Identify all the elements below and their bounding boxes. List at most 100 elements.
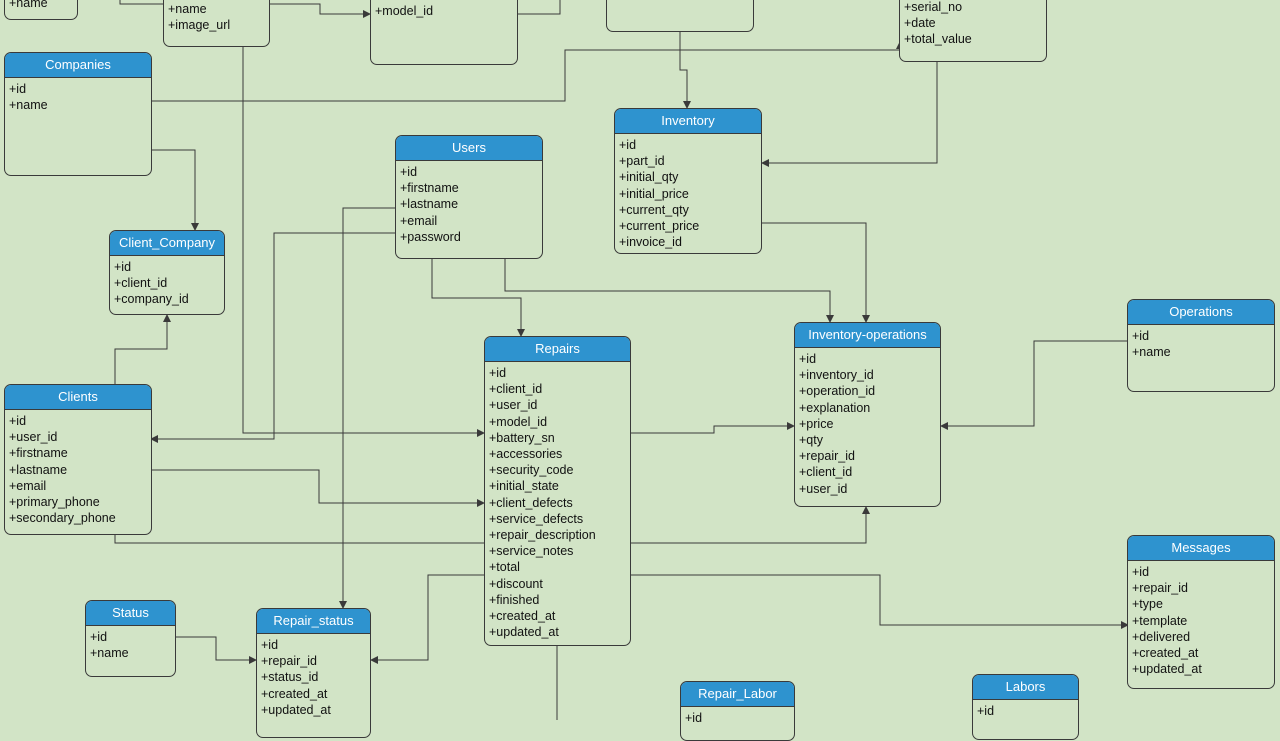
connector-stub-images <box>119 0 163 5</box>
field: +model_id <box>375 4 434 18</box>
field: +id <box>685 711 703 725</box>
connector-companies-invoices <box>151 41 904 102</box>
field: +current_qty <box>619 202 689 217</box>
connector-repairs-invops <box>631 422 795 434</box>
entity-inventory-operations[interactable]: Inventory-operations +id +inventory_id +… <box>794 322 941 507</box>
field: +updated_at <box>261 702 331 717</box>
field: +name <box>90 646 129 661</box>
field: +password <box>400 229 461 244</box>
field: +model_id <box>489 414 548 429</box>
entity-title: Status <box>86 601 175 626</box>
field: +repair_description <box>489 528 596 543</box>
field: +initial_price <box>619 186 689 201</box>
entity-top-center[interactable] <box>606 0 754 32</box>
entity-client-company[interactable]: Client_Company +id +client_id +company_i… <box>109 230 225 315</box>
field: +id <box>261 638 279 652</box>
connector-users-invops <box>504 259 834 323</box>
field: +user_id <box>9 430 58 445</box>
connector-top-inventory <box>679 32 691 109</box>
entity-companies[interactable]: Companies +id +name <box>4 52 152 176</box>
field: +total <box>489 560 520 575</box>
field: +delivered <box>1132 629 1191 644</box>
field: +date <box>904 16 936 31</box>
connector-users-clients <box>150 232 395 443</box>
field: +name <box>1132 345 1171 360</box>
field: +security_code <box>489 463 574 478</box>
entity-repair-labor[interactable]: Repair_Labor +id <box>680 681 795 741</box>
field: +lastname <box>9 462 68 477</box>
field: +battery_sn <box>489 430 555 445</box>
field: +client_id <box>489 382 543 397</box>
entity-labors[interactable]: Labors +id <box>972 674 1079 740</box>
field: +operation_id <box>799 384 876 399</box>
entity-repair-status[interactable]: Repair_status +id +repair_id +status_id … <box>256 608 371 738</box>
field: +total_value <box>904 32 972 47</box>
field: +id <box>90 630 108 644</box>
field: +updated_at <box>489 625 559 640</box>
field: +created_at <box>1132 646 1199 661</box>
entity-title: Clients <box>5 385 151 410</box>
field: +id <box>489 366 507 380</box>
connector-repairs-repairstatus <box>370 574 484 664</box>
field: +current_price <box>619 219 700 234</box>
connector-model-top <box>518 0 561 15</box>
field: +status_id <box>261 670 319 685</box>
field: +client_id <box>114 276 168 291</box>
entity-repairs[interactable]: Repairs +id +client_id +user_id +model_i… <box>484 336 631 646</box>
field: +invoice_id <box>619 235 682 250</box>
entity-title: Messages <box>1128 536 1274 561</box>
field: +email <box>9 478 47 493</box>
entity-stub-top-left[interactable]: +name <box>4 0 78 20</box>
connector-inventory-invops <box>762 222 870 323</box>
entity-clients[interactable]: Clients +id +user_id +firstname +lastnam… <box>4 384 152 535</box>
entity-status[interactable]: Status +id +name <box>85 600 176 677</box>
field: +explanation <box>799 400 871 415</box>
entity-images[interactable]: +name +image_url <box>163 0 270 47</box>
field: +finished <box>489 592 540 607</box>
entity-users[interactable]: Users +id +firstname +lastname +email +p… <box>395 135 543 259</box>
connector-users-repairstatus <box>339 207 395 609</box>
field: +name <box>9 0 48 10</box>
field: +id <box>977 704 995 718</box>
field: +repair_id <box>799 449 855 464</box>
field: +type <box>1132 597 1163 612</box>
field: +id <box>9 414 27 428</box>
field: +accessories <box>489 447 563 462</box>
field: +service_defects <box>489 511 584 526</box>
field: +service_notes <box>489 544 574 559</box>
connector-users-repairs <box>431 259 525 337</box>
entity-title: Companies <box>5 53 151 78</box>
field: +user_id <box>799 481 848 496</box>
connector-clients-repairs <box>151 469 485 507</box>
field: +repair_id <box>1132 581 1188 596</box>
field: +id <box>1132 565 1150 579</box>
field: +primary_phone <box>9 495 100 510</box>
entity-operations[interactable]: Operations +id +name <box>1127 299 1275 392</box>
field: +updated_at <box>1132 662 1202 677</box>
entity-title: Labors <box>973 675 1078 700</box>
entity-title: Repair_Labor <box>681 682 794 707</box>
entity-title: Users <box>396 136 542 161</box>
field: +firstname <box>400 181 459 196</box>
connector-clients-clientcompany <box>114 314 171 384</box>
entity-messages[interactable]: Messages +id +repair_id +type +template … <box>1127 535 1275 689</box>
field: +qty <box>799 433 823 448</box>
entity-invoices[interactable]: +serial_no +date +total_value <box>899 0 1047 62</box>
field: +repair_id <box>261 654 317 669</box>
field: +created_at <box>489 609 556 624</box>
entity-top-model[interactable]: +model_id <box>370 0 518 65</box>
field: +id <box>9 82 27 96</box>
entity-title: Client_Company <box>110 231 224 256</box>
entity-title: Inventory <box>615 109 761 134</box>
entity-inventory[interactable]: Inventory +id +part_id +initial_qty +ini… <box>614 108 762 254</box>
field: +id <box>400 165 418 179</box>
field: +image_url <box>168 18 231 33</box>
field: +firstname <box>9 446 68 461</box>
entity-title: Repairs <box>485 337 630 362</box>
connector-images-repairs <box>242 47 485 437</box>
field: +id <box>114 260 132 274</box>
connector-operations-invops <box>940 340 1128 430</box>
field: +user_id <box>489 398 538 413</box>
field: +company_id <box>114 292 189 307</box>
connector-status-repairstatus <box>176 636 257 664</box>
